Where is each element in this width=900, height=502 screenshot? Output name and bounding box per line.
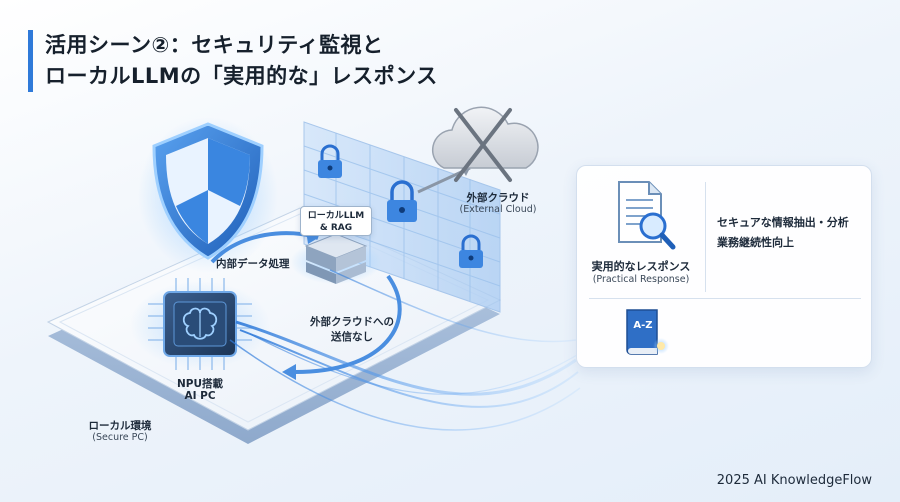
local-env-label: ローカル環境 [88,420,152,432]
lock-icon [387,180,417,222]
lock-icon [318,144,342,178]
bullet-business-continuity: 業務継続性向上 [717,236,794,249]
no-cloud-label-line-1: 外部クラウドへの [310,316,394,328]
shield-icon [138,117,278,273]
no-cloud-label-line-2: 送信なし [331,331,373,343]
local-env-sub: (Secure PC) [92,432,148,443]
llm-box-line-2: & RAG [319,223,353,233]
card-divider-horizontal [589,298,861,299]
practical-response-label: 実用的なレスポンス [591,260,691,273]
cloud-label: 外部クラウド [466,192,530,204]
return-flow-arrow [289,274,402,375]
title-line-1: 活用シーン②：セキュリティ監視と [45,33,384,57]
dictionary-icon: A-Z [621,304,673,360]
card-divider-vertical [705,182,706,292]
brain-chip-icon [130,278,270,370]
data-stream [229,269,583,431]
llm-rag-box: ローカルLLM & RAG [300,206,372,236]
return-flow-arrowhead [282,364,296,380]
llm-box-line-1: ローカルLLM [307,211,365,221]
npu-label-line-2: AI PC [184,390,216,402]
document-search-icon [618,181,676,250]
cloud-sub: (External Cloud) [459,204,537,215]
title-block: 活用シーン②：セキュリティ監視と ローカルLLMの「実用的な」レスポンス [28,30,438,92]
cloud-icon [431,106,539,182]
title-line-2: ローカルLLMの「実用的な」レスポンス [45,64,438,88]
practical-response-sub: (Practical Response) [592,274,690,285]
lock-icon [459,234,483,268]
bullet-secure-extraction: セキュアな情報抽出・分析 [717,216,849,229]
npu-label-line-1: NPU搭載 [176,378,223,390]
llm-server-icon [290,233,382,284]
practical-response-card: 実用的なレスポンス (Practical Response) セキュアな情報抽出… [576,165,872,368]
footer-copyright: 2025 AI KnowledgeFlow [716,473,872,488]
book-letters: A-Z [633,320,653,331]
internal-processing-label: 内部データ処理 [216,258,290,270]
